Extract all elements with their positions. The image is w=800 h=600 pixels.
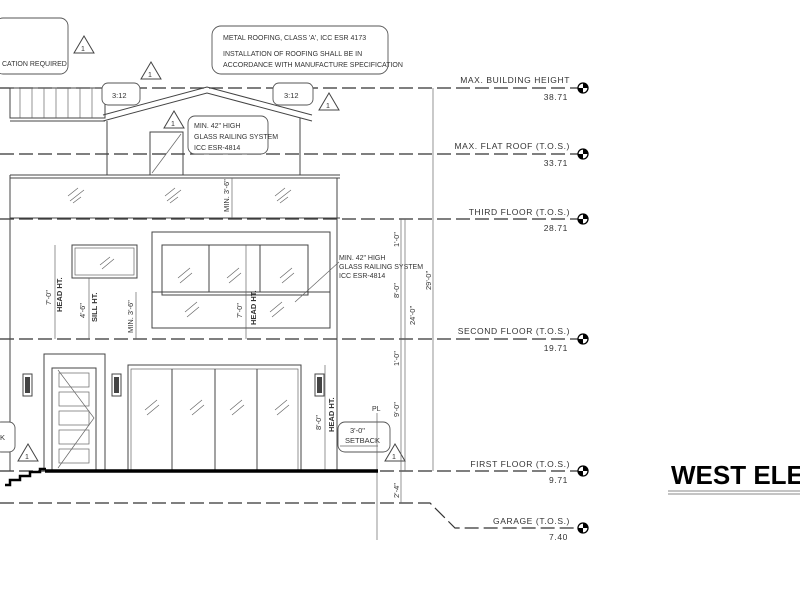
dim-head-ht-label: HEAD HT. — [55, 277, 64, 312]
revision-triangle-icon: 1 — [318, 92, 340, 111]
left-note-cloud — [0, 421, 16, 453]
required-note-cloud — [0, 17, 69, 75]
svg-text:MIN. 42" HIGH: MIN. 42" HIGH — [339, 255, 385, 262]
revision-triangle-icon: 1 — [140, 61, 162, 80]
roofing-note-line: INSTALLATION OF ROOFING SHALL BE IN — [223, 51, 362, 58]
dim-min-3-6-upper: MIN. 3'-6" — [222, 179, 231, 212]
window-group — [161, 244, 309, 296]
balcony — [151, 231, 331, 329]
svg-text:3'-0": 3'-0" — [350, 426, 365, 435]
slope-cloud — [272, 82, 314, 106]
dim-sill-4-6: 4'-6" — [78, 303, 87, 318]
slope-cloud — [101, 82, 141, 106]
svg-text:38.71: 38.71 — [544, 92, 568, 102]
svg-text:29'-0": 29'-0" — [424, 271, 433, 290]
roofing-note: METAL ROOFING, CLASS 'A', ICC ESR 4173 I… — [211, 25, 403, 75]
svg-text:GLASS RAILING SYSTEM: GLASS RAILING SYSTEM — [339, 264, 423, 271]
dim-min-3-6-lower: MIN. 3'-6" — [126, 300, 135, 333]
building-elevation: 3:12 3:12 MIN. 42" HIGH GLASS RAILING SY… — [0, 82, 423, 540]
svg-text:1'-0": 1'-0" — [392, 351, 401, 366]
dim-head-ht-label-first: HEAD HT. — [327, 397, 336, 432]
required-note-text: CATION REQUIRED — [2, 61, 67, 68]
svg-text:SECOND FLOOR (T.O.S.): SECOND FLOOR (T.O.S.) — [458, 326, 570, 336]
revision-triangle-icon: 1 — [17, 443, 39, 462]
svg-text:2'-4": 2'-4" — [392, 483, 401, 498]
dim-head-7-center: 7'-0" — [235, 303, 244, 318]
dim-head-ht-label-center: HEAD HT. — [249, 290, 258, 325]
svg-text:GLASS RAILING SYSTEM: GLASS RAILING SYSTEM — [194, 134, 278, 141]
revision-triangle-icon: 1 — [163, 110, 185, 129]
svg-text:GARAGE (T.O.S.): GARAGE (T.O.S.) — [493, 516, 570, 526]
drawing-title: WEST ELE — [668, 460, 800, 495]
svg-text:MIN. 42" HIGH: MIN. 42" HIGH — [194, 123, 240, 130]
wall-light-icon — [22, 373, 33, 397]
level-marker-second-floor: SECOND FLOOR (T.O.S.) 19.71 — [458, 326, 570, 353]
level-marker-max-flat-roof: MAX. FLAT ROOF (T.O.S.) 33.71 — [455, 141, 571, 168]
level-marker-first-floor: FIRST FLOOR (T.O.S.) 9.71 — [470, 459, 570, 485]
roof-gable — [102, 86, 313, 176]
dim-head-ht-7: 7'-0" — [44, 290, 53, 305]
dim-sill-label: SILL HT. — [90, 293, 99, 322]
vertical-dimensions: 1'-0" 8'-0" 1'-0" 9'-0" 2'-4" 24'-0" 29'… — [392, 88, 434, 503]
svg-text:ICC ESR-4814: ICC ESR-4814 — [194, 145, 240, 152]
roof-slope-right: 3:12 — [284, 91, 299, 100]
roofing-note-line: METAL ROOFING, CLASS 'A', ICC ESR 4173 — [223, 35, 366, 42]
revision-triangle-icon: 1 — [384, 443, 406, 462]
svg-text:9.71: 9.71 — [549, 475, 568, 485]
sliding-doors — [127, 364, 302, 472]
railing-note-lower: MIN. 42" HIGH GLASS RAILING SYSTEM ICC E… — [294, 255, 423, 303]
required-note: CATION REQUIRED — [0, 17, 69, 75]
svg-text:1: 1 — [148, 72, 152, 79]
svg-text:SETBACK: SETBACK — [345, 436, 380, 445]
glass-hatch — [67, 187, 292, 204]
svg-text:33.71: 33.71 — [544, 158, 568, 168]
svg-text:1: 1 — [171, 121, 175, 128]
svg-text:FIRST FLOOR (T.O.S.): FIRST FLOOR (T.O.S.) — [470, 459, 570, 469]
svg-text:7.40: 7.40 — [549, 532, 568, 542]
wall-light-icon — [111, 373, 122, 397]
svg-text:MAX. FLAT ROOF (T.O.S.): MAX. FLAT ROOF (T.O.S.) — [455, 141, 571, 151]
svg-text:8'-0": 8'-0" — [392, 283, 401, 298]
svg-text:1: 1 — [392, 454, 396, 461]
metal-roof — [9, 87, 106, 122]
svg-text:1: 1 — [81, 46, 85, 53]
wall-light-icon — [314, 373, 325, 397]
left-note-text: K — [0, 433, 5, 442]
svg-text:28.71: 28.71 — [544, 223, 568, 233]
svg-text:24'-0": 24'-0" — [408, 306, 417, 325]
revision-triangle-icon: 1 — [73, 35, 95, 54]
level-marker-third-floor: THIRD FLOOR (T.O.S.) 28.71 — [469, 207, 570, 233]
svg-text:9'-0": 9'-0" — [392, 402, 401, 417]
svg-text:1'-0": 1'-0" — [392, 232, 401, 247]
svg-text:1: 1 — [326, 103, 330, 110]
stairs — [5, 467, 46, 487]
svg-text:ICC ESR-4814: ICC ESR-4814 — [339, 273, 385, 280]
front-door — [51, 367, 97, 472]
svg-text:19.71: 19.71 — [544, 343, 568, 353]
svg-text:MAX. BUILDING HEIGHT: MAX. BUILDING HEIGHT — [460, 75, 570, 85]
svg-text:THIRD FLOOR (T.O.S.): THIRD FLOOR (T.O.S.) — [469, 207, 570, 217]
roofing-note-line: ACCORDANCE WITH MANUFACTURE SPECIFICATIO… — [223, 62, 403, 69]
railing-note-upper: MIN. 42" HIGH GLASS RAILING SYSTEM ICC E… — [187, 115, 278, 155]
roof-slope-left: 3:12 — [112, 91, 127, 100]
svg-text:WEST ELE: WEST ELE — [671, 460, 800, 490]
property-line-label: PL — [372, 406, 381, 413]
datum-symbol-icons — [577, 82, 589, 534]
level-marker-max-building-height: MAX. BUILDING HEIGHT 38.71 — [460, 75, 570, 102]
svg-text:1: 1 — [25, 454, 29, 461]
setback-note: 3'-0" SETBACK — [337, 421, 391, 453]
dim-head-8: 8'-0" — [314, 415, 323, 430]
level-marker-garage: GARAGE (T.O.S.) 7.40 — [493, 516, 570, 542]
window — [71, 244, 138, 279]
